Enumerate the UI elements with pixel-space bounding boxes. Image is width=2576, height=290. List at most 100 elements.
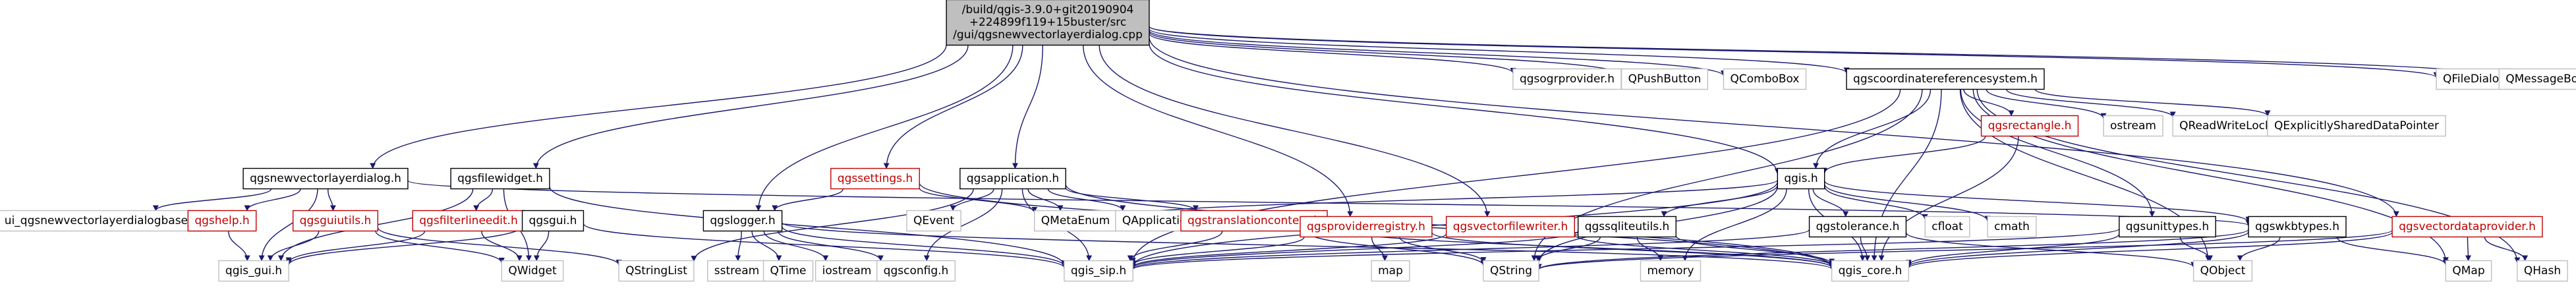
node-box [906,210,961,232]
node-QEvent: QEvent [906,210,961,232]
edge-qgsfilterlineedit-h-to-qgis-gui-h [285,231,426,264]
nodes-layer: /build/qgis-3.9.0+git20190904+224899f119… [0,0,2576,282]
node-label: QFileDialog [2443,72,2506,86]
node-label: QApplication [1122,214,1193,227]
node-label: qgssettings.h [838,172,913,185]
node-box [946,0,1150,46]
edge-qgstolerance-h-to-QObject [1905,232,2196,268]
edge-qgsvectordataprovider-h-to-QHash [2484,237,2529,262]
edge-root-to-QMessageBox [1149,26,2502,78]
node-box [412,210,525,232]
edge-qgsproviderregistry-h-to-qgis-sip-h [1130,237,1305,266]
node-label: QMap [2452,264,2484,277]
edge-qgsapplication-h-to-QMetaEnum [1027,188,1064,212]
edge-qgsnewvectorlayerdialog-h-to-qgsguiutils-h [327,188,336,212]
node-qgslogger-h[interactable]: qgslogger.h [702,210,783,232]
node-label: QComboBox [1730,72,1799,86]
edge-qgslogger-h-to-QTime [751,231,782,262]
node-box [1640,260,1702,282]
node-box [187,210,257,232]
edge-qgsnewvectorlayerdialog-h-to-ui-qgsnewvectorlayerdialogbase-h [152,188,272,212]
node-label: sstream [714,264,759,277]
edge-qgis-h-to-memory [1682,188,1787,262]
node-qgsvectordataprovider-h[interactable]: qgsvectordataprovider.h [2391,216,2543,238]
node-qgsapplication-h[interactable]: qgsapplication.h [959,167,1066,190]
node-label: qgis_core.h [1839,264,1903,277]
node-box [2517,260,2568,282]
edge-qgscoordinatereferencesystem-h-to-qgsrectangle-h [1963,89,2015,117]
node-qgsfilewidget-h[interactable]: qgsfilewidget.h [450,167,550,190]
node-box [2192,260,2253,282]
node-box [1371,260,1410,282]
node-box [1980,115,2079,137]
edge-qgshelp-h-to-qgis-gui-h [228,231,250,262]
edge-qgscoordinatereferencesystem-h-to-qgsunittypes-h [1960,89,2156,218]
edge-qgsfilterlineedit-h-to-QWidget [481,231,523,262]
node-label: qgsgui.h [529,214,577,227]
node-cfloat: cfloat [1924,216,1970,238]
node-cmath: cmath [1987,216,2037,238]
node-box [1578,216,1676,238]
edge-qgsvectorfilewriter-h-to-qgis-core-h [1574,234,1835,267]
edge-qgsgui-h-to-qgis-gui-h [285,225,523,266]
edge-qgstolerance-h-to-qgis-sip-h [1130,229,1810,270]
node-qgsnewvectorlayerdialog-h[interactable]: qgsnewvectorlayerdialog.h [243,167,409,190]
node-qgsguiutils-h[interactable]: qgsguiutils.h [292,210,379,232]
node-box [0,210,206,232]
edge-qgsrectangle-h-to-qgis-core-h [1878,136,2019,262]
node-qgswkbtypes-h[interactable]: qgswkbtypes.h [2248,216,2347,238]
node-box [1987,216,2037,238]
node-qgstolerance-h[interactable]: qgstolerance.h [1808,216,1907,238]
edge-root-to-qgslogger-h [755,45,1014,212]
node-box [1483,260,1539,282]
edge-qgscoordinatereferencesystem-h-to-ostream [1986,89,2107,119]
node-qgsproviderregistry-h[interactable]: qgsproviderregistry.h [1300,216,1433,238]
node-label: QExplicitlySharedDataPointer [2274,119,2439,132]
edge-qgsguiutils-h-to-QWidget [375,231,505,264]
edge-qgslogger-h-to-qgis-core-h [781,222,1835,270]
node-qgis-gui-h: qgis_gui.h [218,260,289,282]
node-qgshelp-h[interactable]: qgshelp.h [187,210,257,232]
node-memory: memory [1640,260,1702,282]
node-label: qgsfilewidget.h [457,172,543,185]
node-label: cfloat [1932,220,1963,233]
edge-qgssqliteutils-h-to-qgis-sip-h [1130,230,1579,269]
node-label: qgsguiutils.h [300,214,372,227]
node-qgis-h[interactable]: qgis.h [1777,167,1825,190]
node-qgssettings-h[interactable]: qgssettings.h [830,167,920,190]
edge-qgsproviderregistry-h-to-qgis-core-h [1431,232,1835,268]
node-label: QMessageBox [2505,72,2576,86]
node-label: qgsnewvectorlayerdialog.h [250,172,401,185]
node-QPushButton: QPushButton [1620,68,1709,90]
edge-qgscoordinatereferencesystem-h-to-QExplicitlySharedDataPointer [2034,88,2271,117]
node-label: qgstranslationcontext.h [1188,214,1321,227]
node-box [218,260,289,282]
edge-root-to-qgsvectorfilewriter-h [1099,45,1491,218]
node-qgssqliteutils-h[interactable]: qgssqliteutils.h [1578,216,1676,238]
edge-qgslogger-h-to-qgsconfig-h [777,231,884,262]
node-root[interactable]: /build/qgis-3.9.0+git20190904+224899f119… [946,0,1150,46]
node-box [959,167,1066,190]
node-qgsfilterlineedit-h[interactable]: qgsfilterlineedit.h [412,210,525,232]
node-label: QEvent [913,214,954,227]
node-ui-qgsnewvectorlayerdialogbase-h: ui_qgsnewvectorlayerdialogbase.h [0,210,206,232]
edge-qgsvectordataprovider-h-to-QString [1535,229,2393,270]
edge-root-to-qgssettings-h [883,45,1023,169]
node-box [876,260,956,282]
node-box [1300,216,1433,238]
edge-qgstranslationcontext-h-to-qgis-sip-h [1127,231,1223,262]
node-qgscoordinatereferencesystem-h[interactable]: qgscoordinatereferencesystem.h [1846,68,2045,90]
edge-qgssqliteutils-h-to-qgis-core-h [1675,235,1835,265]
node-qgsrectangle-h[interactable]: qgsrectangle.h [1980,115,2079,137]
node-label: QString [1490,264,1532,277]
edge-qgsgui-h-to-QWidget [533,231,550,262]
node-qgsvectorfilewriter-h[interactable]: qgsvectorfilewriter.h [1445,216,1576,238]
edge-qgsvectorfilewriter-h-to-qgis-sip-h [1130,233,1447,268]
node-QMap: QMap [2445,260,2492,282]
node-label: QTime [770,264,807,277]
edge-qgsrectangle-h-to-qgis-h [1821,136,1986,174]
node-QWidget: QWidget [501,260,564,282]
node-qgsgui-h[interactable]: qgsgui.h [521,210,585,232]
node-qgsunittypes-h[interactable]: qgsunittypes.h [2119,216,2216,238]
